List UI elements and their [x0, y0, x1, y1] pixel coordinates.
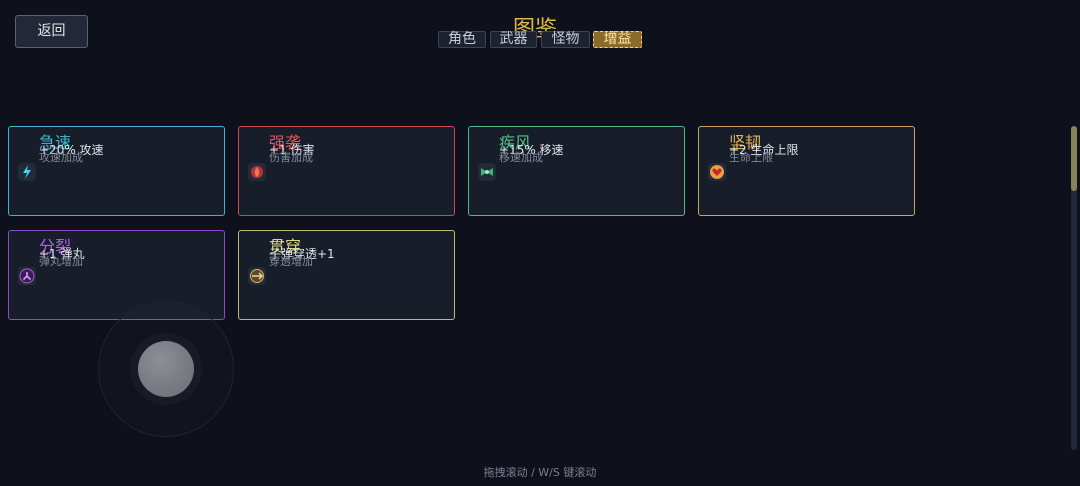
tab-monsters[interactable]: 怪物 [541, 31, 590, 48]
pierce-icon [248, 267, 266, 285]
buff-effect: +15% 移速 [499, 143, 564, 157]
buff-desc: 伤害加成 [269, 151, 313, 164]
buff-name: 疾风 [499, 133, 532, 152]
buff-desc: 生命上限 [729, 151, 773, 164]
buff-name: 分裂 [39, 237, 72, 256]
buff-card-pierce[interactable]: 贯穿 子弹穿透+1 穿透增加 [238, 230, 455, 320]
buff-card-fortitude[interactable]: 坚韧 +2 生命上限 生命上限 [698, 126, 915, 216]
buff-desc: 攻速加成 [39, 151, 83, 164]
buff-card-haste[interactable]: 急速 +20% 攻速 攻速加成 [8, 126, 225, 216]
fire-icon [248, 163, 266, 181]
buff-effect: +1 弹丸 [39, 247, 85, 261]
split-icon [18, 267, 36, 285]
buff-name: 坚韧 [729, 133, 762, 152]
buff-name: 强袭 [269, 133, 302, 152]
buff-card-gale[interactable]: 疾风 +15% 移速 移速加成 [468, 126, 685, 216]
virtual-joystick[interactable] [98, 301, 234, 437]
buff-desc: 弹丸增加 [39, 255, 83, 268]
tab-characters[interactable]: 角色 [438, 31, 486, 48]
buff-effect: +1 伤害 [269, 143, 315, 157]
buff-effect: 子弹穿透+1 [269, 247, 335, 261]
buff-name: 急速 [39, 133, 72, 152]
buff-effect: +2 生命上限 [729, 143, 799, 157]
wind-icon [478, 163, 496, 181]
joystick-knob[interactable] [138, 341, 194, 397]
heart-icon [708, 163, 726, 181]
tab-buffs[interactable]: 增益 [593, 31, 642, 48]
buff-name: 贯穿 [269, 237, 302, 256]
buff-card-assault[interactable]: 强袭 +1 伤害 伤害加成 [238, 126, 455, 216]
scrollbar-thumb[interactable] [1071, 126, 1077, 191]
buff-desc: 移速加成 [499, 151, 543, 164]
lightning-icon [18, 163, 36, 181]
scroll-hint: 拖拽滚动 / W/S 键滚动 [483, 466, 597, 479]
tab-weapons[interactable]: 武器 [490, 31, 537, 48]
buff-desc: 穿透增加 [269, 255, 313, 268]
buff-effect: +20% 攻速 [39, 143, 104, 157]
scrollbar[interactable] [1071, 126, 1077, 450]
back-button[interactable]: 返回 [15, 15, 88, 48]
